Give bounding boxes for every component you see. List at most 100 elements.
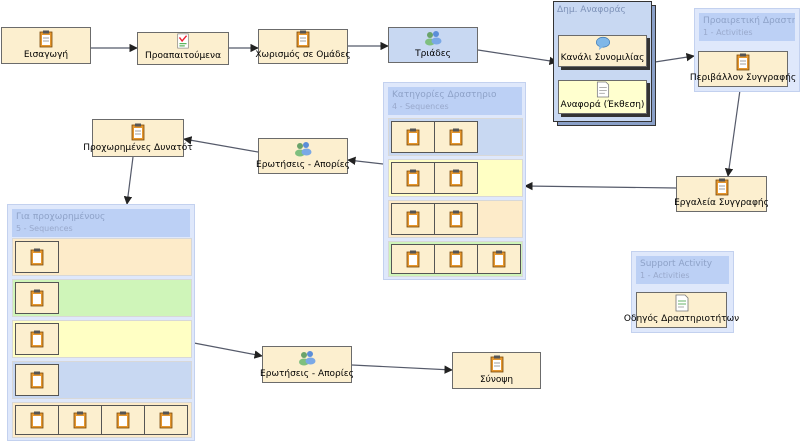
clipboard-icon <box>406 169 420 187</box>
activity-label: Εργαλεία Συγγραφής <box>674 198 769 208</box>
group-header: Support Activity 1 - Activities <box>636 256 729 284</box>
sequence-row[interactable] <box>12 402 192 438</box>
group-subtitle: 1 - Activities <box>703 28 753 37</box>
sequence-activity[interactable] <box>101 405 145 435</box>
group-title: Support Activity <box>640 259 713 269</box>
arrow-triads-reports <box>477 49 558 66</box>
activity-label: Ερωτήσεις - Απορίες <box>260 369 354 379</box>
clipboard-icon <box>406 128 420 146</box>
sequence-row[interactable] <box>12 279 192 317</box>
sequence-row[interactable] <box>12 238 192 276</box>
clipboard-icon <box>490 355 503 373</box>
sequence-activity[interactable] <box>391 203 435 235</box>
activity-authoring-tools[interactable]: Εργαλεία Συγγραφής <box>674 176 769 212</box>
sequence-activity[interactable] <box>434 244 478 274</box>
activity-label: Περιβάλλον Συγγραφής <box>689 73 797 83</box>
document-icon <box>675 294 688 312</box>
document-icon <box>596 81 609 98</box>
activity-authoring-environment[interactable]: Περιβάλλον Συγγραφής <box>690 51 796 87</box>
activity-label: Σύνοψη <box>479 375 514 385</box>
clipboard-icon <box>30 289 44 307</box>
group-title: Για προχωρημένους <box>16 212 106 222</box>
clipboard-icon <box>449 128 463 146</box>
clipboard-icon <box>39 30 53 48</box>
activity-label: Προαπαιτούμενα <box>145 51 221 61</box>
reports-group-title: Δημ. Αναφοράς <box>557 5 626 15</box>
sequence-activity[interactable] <box>391 162 435 194</box>
categories-group[interactable]: Κατηγορίες Δραστηριο 4 - Sequences <box>383 82 526 280</box>
arrow-advanced-group <box>123 156 134 205</box>
group-title: Κατηγορίες Δραστηριο <box>392 90 497 100</box>
sequence-row[interactable] <box>388 241 523 277</box>
activity-questions-top[interactable]: Ερωτήσεις - Απορίες <box>256 138 350 174</box>
sequence-activity[interactable] <box>391 244 435 274</box>
group-subtitle: 5 - Sequences <box>16 224 73 233</box>
arrow-optional-tools <box>724 89 741 177</box>
activity-chat-channel[interactable]: Κανάλι Συνομιλίας <box>558 35 647 67</box>
activity-label: Τριάδες <box>415 49 451 59</box>
group-header: Προαιρετική Δραστηρ 1 - Activities <box>699 13 795 41</box>
group-subtitle: 1 - Activities <box>640 271 690 280</box>
sequence-activity[interactable] <box>58 405 102 435</box>
group-title: Προαιρετική Δραστηρ <box>703 16 795 26</box>
activity-questions-bottom[interactable]: Ερωτήσεις - Απορίες <box>260 346 354 383</box>
group-people-icon <box>295 142 312 157</box>
clipboard-icon <box>30 248 44 266</box>
sequence-activity[interactable] <box>434 203 478 235</box>
sequence-row[interactable] <box>388 159 523 197</box>
activity-label: Οδηγός Δραστηριοτήτων <box>623 314 740 324</box>
group-header: Για προχωρημένους 5 - Sequences <box>12 209 190 237</box>
activity-triads[interactable]: Τριάδες <box>388 27 478 63</box>
activity-prerequisites[interactable]: Προαπαιτούμενα <box>137 32 229 65</box>
clipboard-icon <box>736 53 750 71</box>
activity-label: Κανάλι Συνομιλίας <box>560 53 645 63</box>
sequence-activity[interactable] <box>391 121 435 153</box>
sequence-activity[interactable] <box>15 282 59 314</box>
clipboard-icon <box>449 210 463 228</box>
activity-intro[interactable]: Εισαγωγή <box>1 27 91 64</box>
sequence-activity[interactable] <box>15 405 59 435</box>
clipboard-icon <box>30 330 44 348</box>
activity-guide[interactable]: Οδηγός Δραστηριοτήτων <box>624 292 739 328</box>
activity-label: Ερωτήσεις - Απορίες <box>256 160 350 170</box>
group-header: Κατηγορίες Δραστηριο 4 - Sequences <box>388 87 522 115</box>
activity-advanced-features[interactable]: Προχωρημένες Δυνατότ <box>83 119 193 157</box>
sequence-activity[interactable] <box>15 241 59 273</box>
sequence-row[interactable] <box>388 200 523 238</box>
sequence-activity[interactable] <box>15 323 59 355</box>
clipboard-icon <box>449 250 463 268</box>
sequence-activity[interactable] <box>477 244 521 274</box>
sequence-row[interactable] <box>388 118 523 156</box>
sequence-row[interactable] <box>12 320 192 358</box>
group-subtitle: 4 - Sequences <box>392 102 449 111</box>
advanced-group[interactable]: Για προχωρημένους 5 - Sequences <box>7 204 195 441</box>
activity-label: Αναφορά (Έκθεση) <box>560 100 645 110</box>
activity-label: Χωρισμός σε Ομάδες <box>255 50 351 60</box>
chat-bubble-icon <box>595 36 610 51</box>
sequence-activity[interactable] <box>144 405 188 435</box>
activity-label: Προχωρημένες Δυνατότ <box>83 143 193 153</box>
sequence-activity[interactable] <box>434 162 478 194</box>
clipboard-icon <box>715 178 728 196</box>
activity-summary[interactable]: Σύνοψη <box>452 352 541 389</box>
activity-grouping[interactable]: Χωρισμός σε Ομάδες <box>255 29 351 64</box>
sequence-row[interactable] <box>12 361 192 399</box>
clipboard-icon <box>30 371 44 389</box>
clipboard-icon <box>296 30 310 48</box>
sequence-activity[interactable] <box>15 364 59 396</box>
clipboard-icon <box>406 250 420 268</box>
clipboard-icon <box>406 210 420 228</box>
group-people-icon <box>299 351 316 366</box>
activity-report[interactable]: Αναφορά (Έκθεση) <box>558 80 647 114</box>
arrow-qa-summary <box>351 364 453 374</box>
group-people-icon <box>425 31 442 46</box>
arrow-categories-qa <box>347 156 384 166</box>
checklist-icon <box>177 33 189 49</box>
clipboard-icon <box>492 250 506 268</box>
clipboard-icon <box>116 411 130 429</box>
clipboard-icon <box>73 411 87 429</box>
sequence-activity[interactable] <box>434 121 478 153</box>
arrow-tools-categories <box>524 181 677 191</box>
arrow-reports-optional <box>654 52 695 63</box>
